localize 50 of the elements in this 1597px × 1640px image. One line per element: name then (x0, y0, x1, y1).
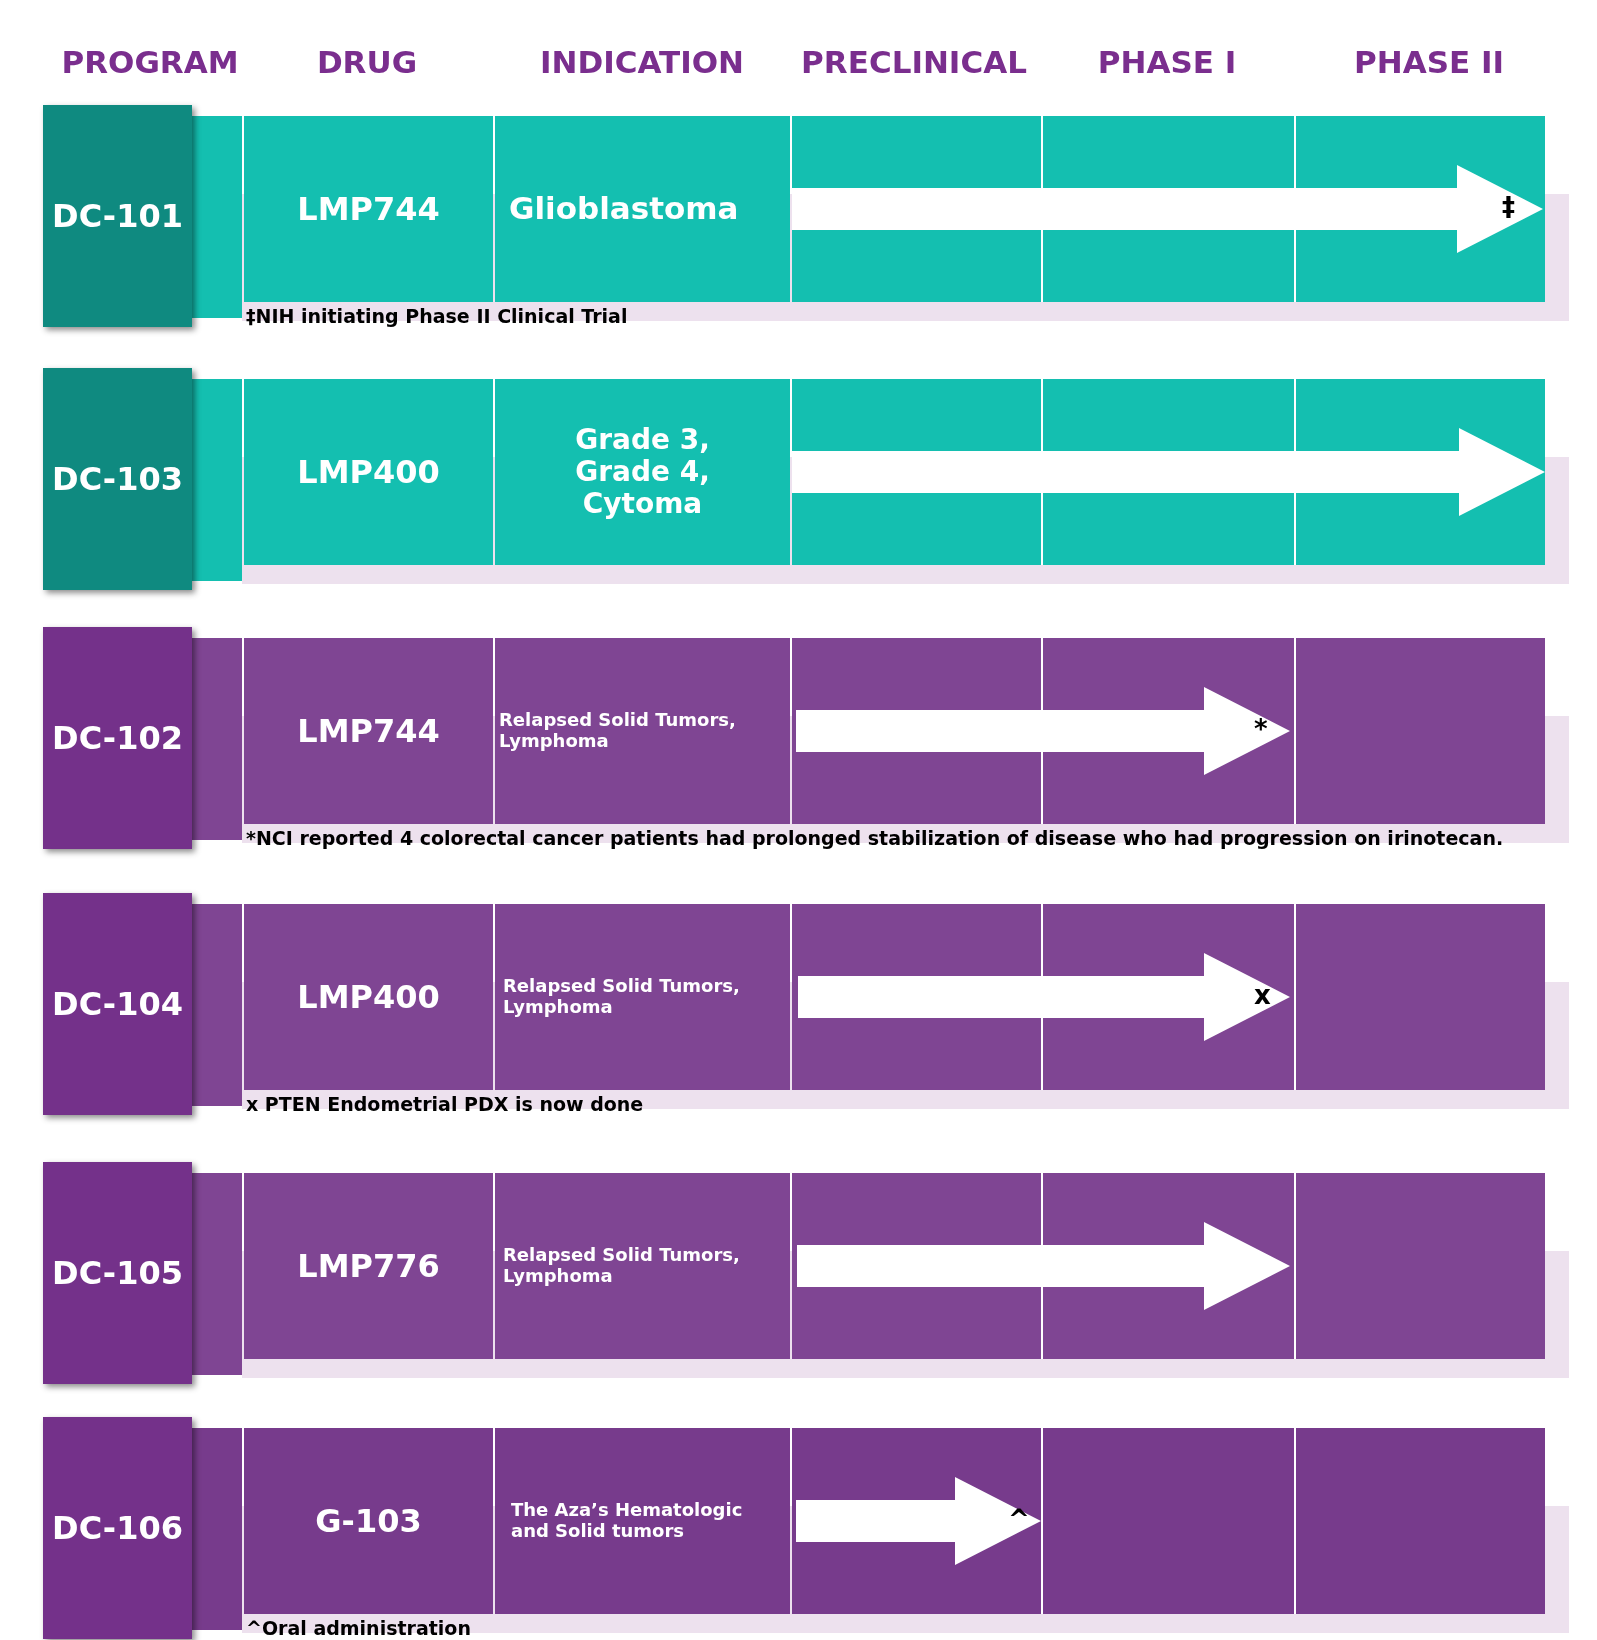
program-name: DC-102 (52, 719, 183, 757)
program-box (43, 627, 192, 849)
drug-name: LMP744 (297, 190, 440, 228)
drug-name: LMP776 (297, 1247, 440, 1285)
column-header: DRUG (316, 44, 418, 80)
indication-cell (495, 116, 790, 302)
column-header: PHASE II (1354, 44, 1504, 80)
indication-cell (495, 1428, 790, 1614)
drug-cell (244, 379, 493, 565)
program-box (43, 105, 192, 327)
program-box (43, 1162, 192, 1384)
program-box (43, 1417, 192, 1639)
footnote: *NCI reported 4 colorectal cancer patients had prolonged stabilization of disease who had progression on irinotecan. (246, 827, 1504, 849)
footnote-mark: * (1254, 714, 1268, 744)
drug-name: LMP744 (297, 712, 440, 750)
drug-name: LMP400 (297, 453, 440, 491)
column-header: PRECLINICAL (801, 44, 1027, 80)
program-box (43, 368, 192, 590)
indication-text: The Aza’s Hematologic and Solid tumors (511, 1500, 744, 1542)
program-box (43, 893, 192, 1115)
indication-cell (495, 638, 790, 824)
indication-text: Glioblastoma (509, 191, 739, 227)
indication-text: Relapsed Solid Tumors, Lymphoma (503, 1245, 741, 1287)
column-header: PROGRAM (61, 44, 239, 80)
indication-text: Relapsed Solid Tumors, Lymphoma (499, 710, 737, 752)
indication-text: Relapsed Solid Tumors, Lymphoma (503, 976, 741, 1018)
footnote: ‡NIH initiating Phase II Clinical Trial (246, 305, 628, 327)
drug-name: LMP400 (297, 978, 440, 1016)
program-name: DC-103 (52, 460, 183, 498)
footnote: ^Oral administration (246, 1617, 471, 1639)
footnote-mark: ^ (1008, 1504, 1030, 1534)
program-name: DC-104 (52, 985, 183, 1023)
footnote-mark: x (1254, 980, 1271, 1010)
drug-cell (244, 638, 493, 824)
column-header: INDICATION (539, 44, 745, 80)
program-name: DC-106 (52, 1509, 183, 1547)
footnote-mark: ‡ (1502, 192, 1515, 222)
drug-cell (244, 1428, 493, 1614)
drug-cell (244, 1173, 493, 1359)
drug-cell (244, 904, 493, 1090)
footnote: x PTEN Endometrial PDX is now done (246, 1093, 644, 1115)
column-header: PHASE I (1097, 44, 1237, 80)
indication-text: Grade 3, Grade 4, Cytoma (574, 423, 711, 521)
program-name: DC-101 (52, 197, 183, 235)
drug-cell (244, 116, 493, 302)
program-name: DC-105 (52, 1254, 183, 1292)
indication-cell (495, 1173, 790, 1359)
indication-cell (495, 379, 790, 565)
indication-cell (495, 904, 790, 1090)
drug-name: G-103 (315, 1502, 422, 1540)
